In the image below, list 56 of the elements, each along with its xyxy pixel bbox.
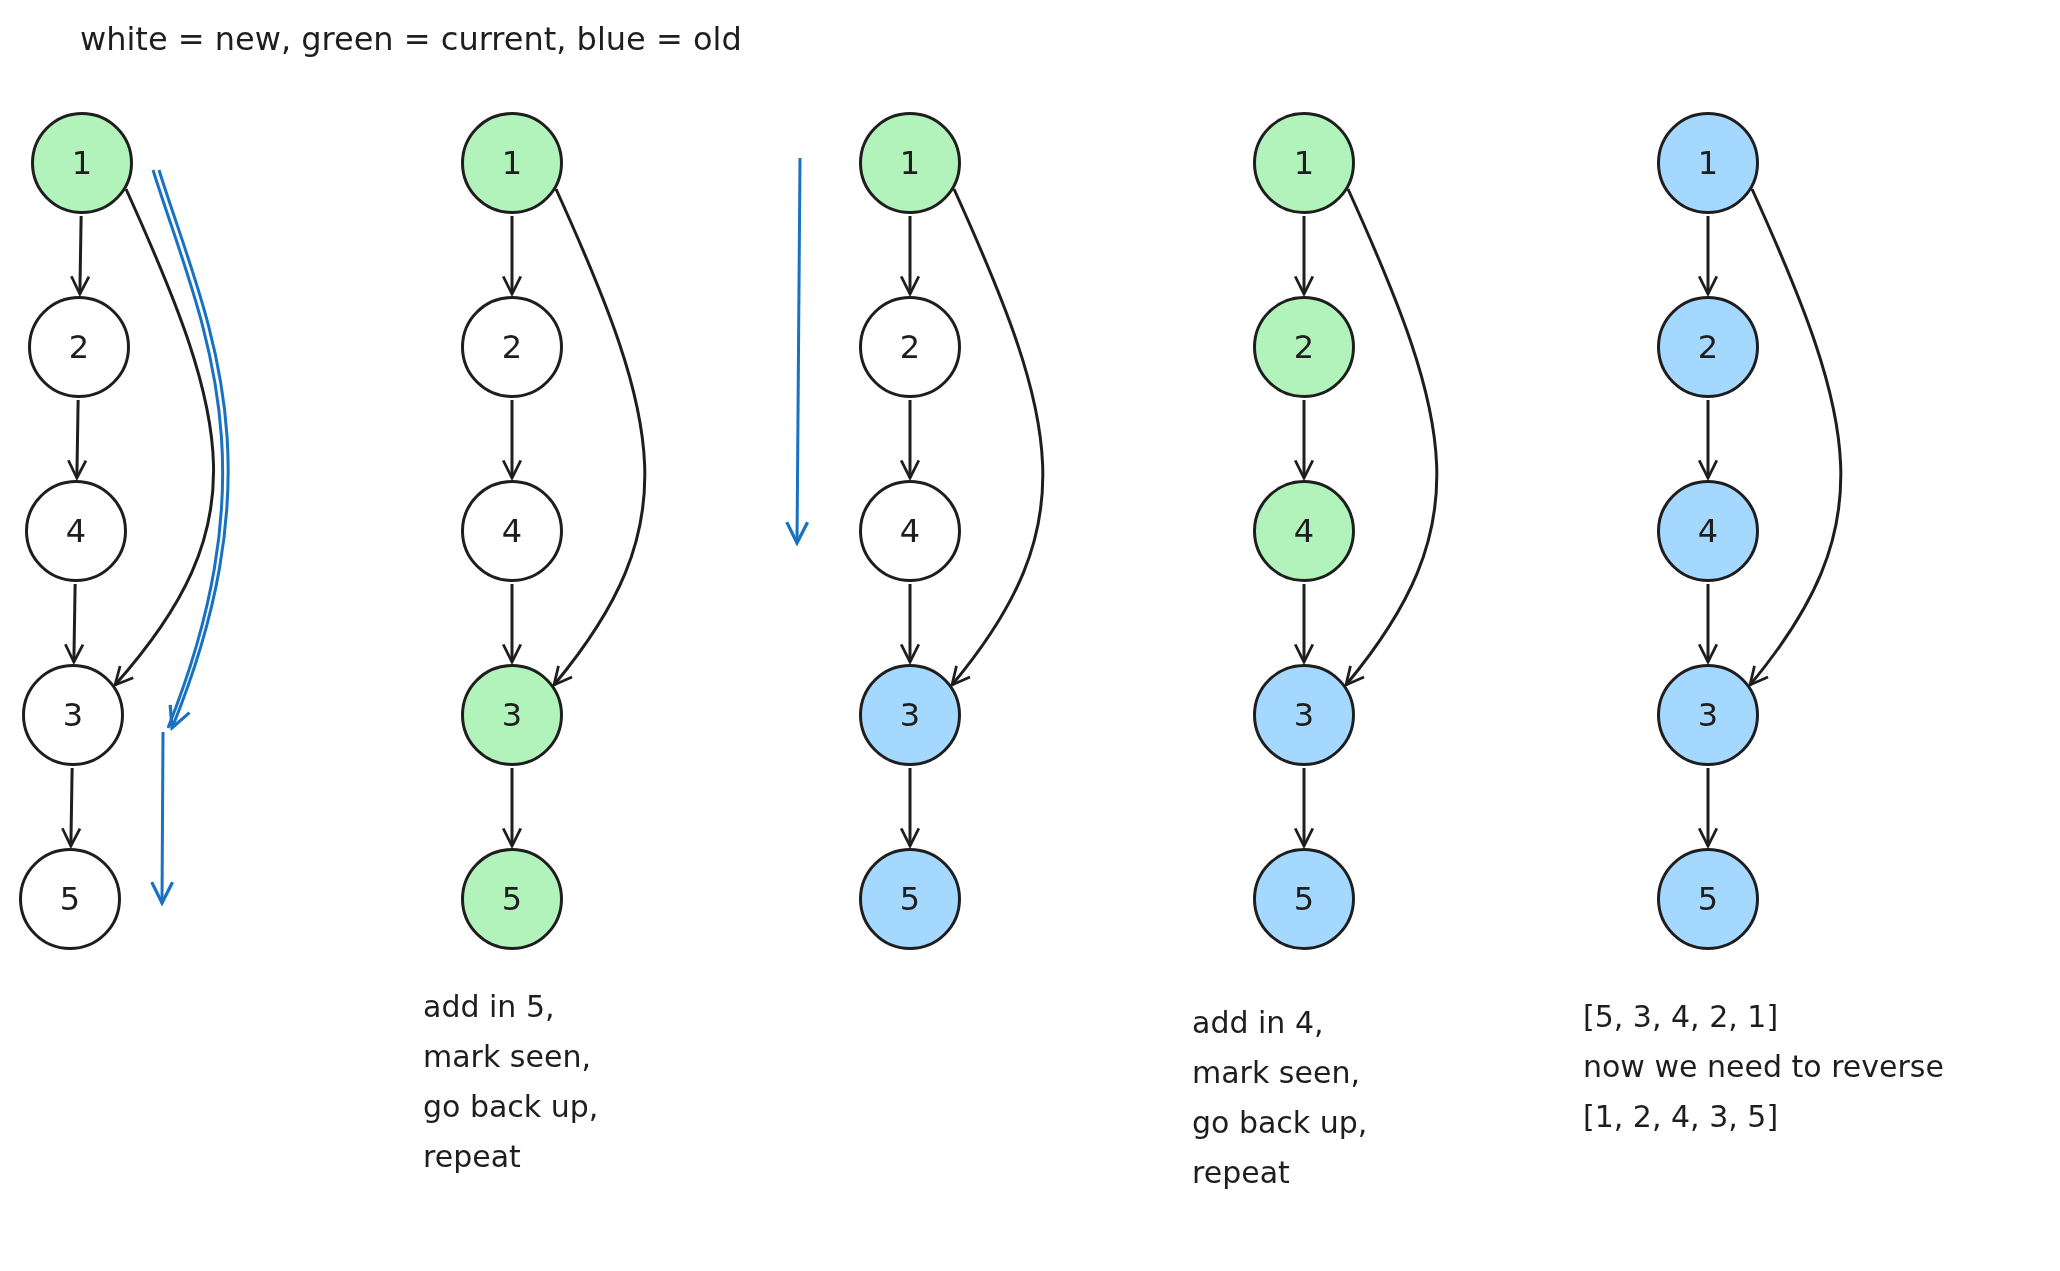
note-text: add in 4, mark seen, go back up, repeat (1192, 1004, 1369, 1192)
node-circle: 3 (461, 664, 563, 766)
node-circle: 4 (1657, 480, 1759, 582)
arrow (1293, 768, 1315, 848)
arrow (1697, 400, 1719, 480)
node-circle: 4 (859, 480, 961, 582)
node-circle: 4 (25, 480, 127, 582)
arrow (501, 768, 523, 848)
title: white = new, green = current, blue = old (80, 20, 742, 58)
arrow (1697, 216, 1719, 296)
note-text: add in 5, mark seen, go back up, repeat (423, 988, 600, 1176)
arrow (899, 400, 921, 480)
arrow (899, 768, 921, 848)
arrow (501, 584, 523, 664)
node-circle: 4 (461, 480, 563, 582)
node-circle: 1 (1253, 112, 1355, 214)
node-circle: 3 (1253, 664, 1355, 766)
arrow (70, 215, 91, 296)
node-circle: 1 (461, 112, 563, 214)
node-circle: 1 (1657, 112, 1759, 214)
note-text: now we need to reverse (1583, 1048, 1945, 1086)
node-circle: 1 (31, 112, 133, 214)
node-circle: 2 (1253, 296, 1355, 398)
arrow (501, 400, 523, 480)
arrow (1697, 584, 1719, 664)
arrow (67, 399, 88, 480)
arrow (113, 188, 215, 687)
arrow (1293, 584, 1315, 664)
arrow (1344, 188, 1439, 687)
node-circle: 2 (28, 296, 130, 398)
arrow (1697, 768, 1719, 848)
node-circle: 3 (1657, 664, 1759, 766)
node-circle: 5 (19, 848, 121, 950)
arrow (1748, 188, 1843, 687)
arrow (950, 188, 1045, 687)
node-circle: 5 (859, 848, 961, 950)
node-circle: 2 (859, 296, 961, 398)
arrow (64, 583, 85, 664)
node-circle: 1 (859, 112, 961, 214)
node-circle: 3 (22, 664, 124, 766)
node-circle: 5 (461, 848, 563, 950)
node-circle: 3 (859, 664, 961, 766)
node-circle: 2 (461, 296, 563, 398)
arrow (899, 216, 921, 296)
arrow (61, 767, 82, 848)
node-circle: 2 (1657, 296, 1759, 398)
note-text: [5, 3, 4, 2, 1] (1583, 998, 1780, 1036)
arrow (1293, 216, 1315, 296)
note-text: [1, 2, 4, 3, 5] (1583, 1098, 1780, 1136)
node-circle: 4 (1253, 480, 1355, 582)
arrow (899, 584, 921, 664)
arrow (1293, 400, 1315, 480)
node-circle: 5 (1253, 848, 1355, 950)
arrow (501, 216, 523, 296)
node-circle: 5 (1657, 848, 1759, 950)
arrow (552, 188, 647, 687)
